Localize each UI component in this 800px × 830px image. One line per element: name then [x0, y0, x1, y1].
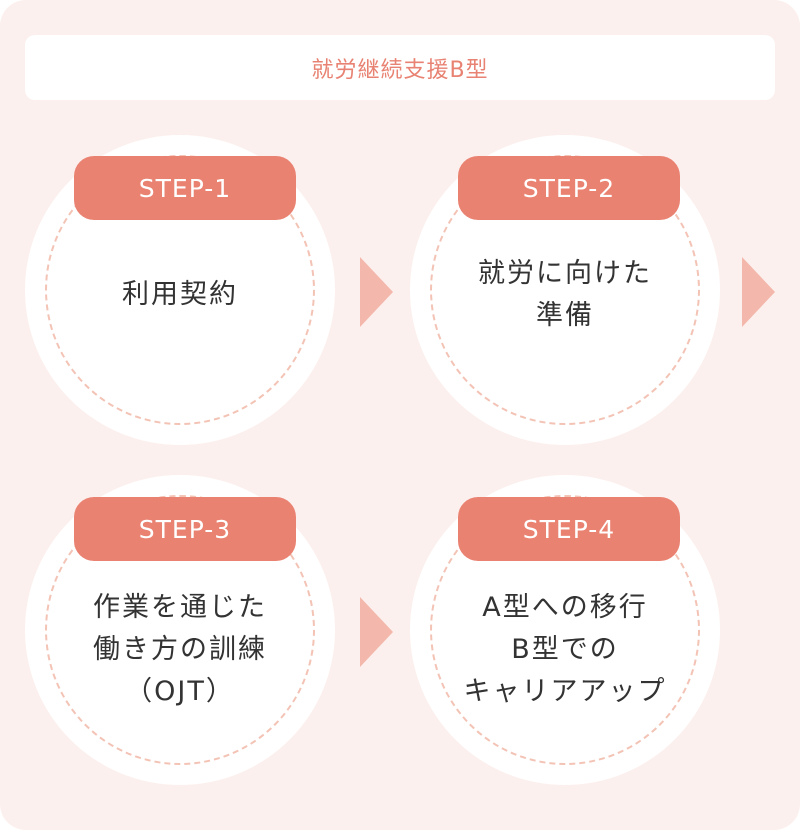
dashed-ring — [45, 495, 315, 765]
step-4-text: A型への移行 B型での キャリアアップ — [463, 592, 667, 707]
step-3-text: 作業を通じた 働き方の訓練 （OJT） — [93, 592, 267, 707]
arrow-right-icon — [360, 257, 393, 327]
step-1-badge: STEP-1 — [74, 156, 296, 220]
step-2-badge: STEP-2 — [458, 156, 680, 220]
step-2-text: 就労に向けた 準備 — [478, 258, 652, 331]
dashed-ring — [430, 495, 700, 765]
step-4-badge: STEP-4 — [458, 497, 680, 561]
arrow-right-icon — [742, 257, 775, 327]
arrow-right-icon — [360, 597, 393, 667]
step-3-badge: STEP-3 — [74, 497, 296, 561]
title-bar: 就労継続支援B型 — [25, 35, 775, 100]
step-1-text: 利用契約 — [122, 279, 238, 310]
